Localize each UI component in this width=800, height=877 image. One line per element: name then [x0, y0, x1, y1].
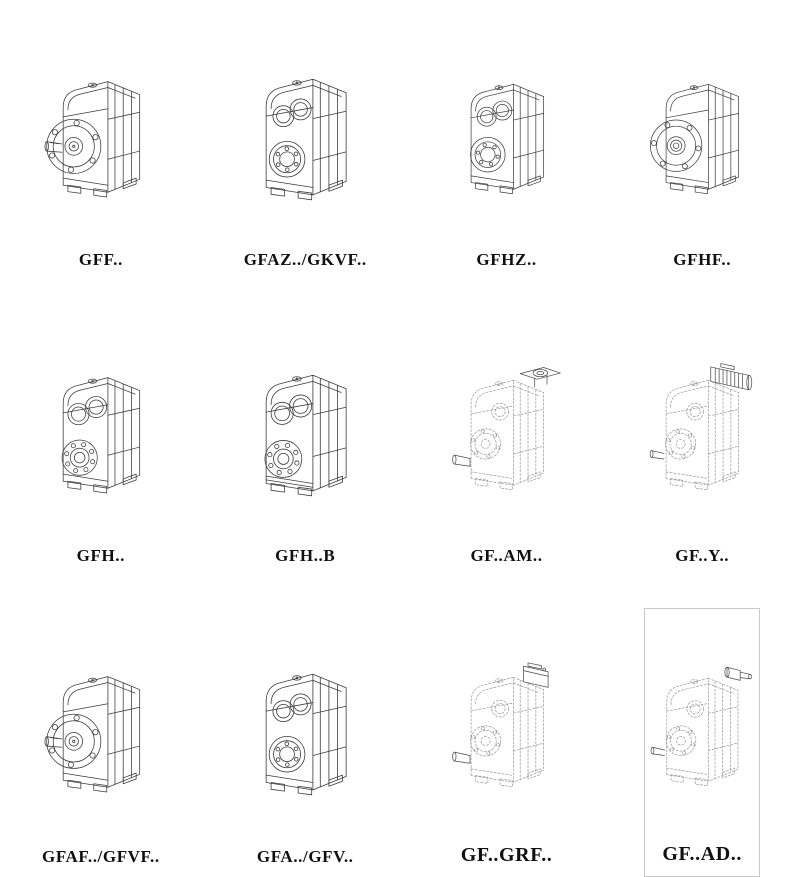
catalog-cell-gfhf: GFHF..	[644, 16, 760, 280]
catalog-cell-gf-am: GF..AM..	[449, 312, 565, 576]
model-label: GFA../GFV..	[256, 847, 354, 866]
gearbox-drawing-gfh-b	[244, 316, 367, 544]
gearbox-drawing-gf-grf	[451, 612, 563, 842]
gearbox-drawing-gfaf-gfvf	[42, 612, 160, 845]
model-label: GF..Y..	[675, 546, 730, 565]
gearbox-drawing-gf-am	[451, 316, 563, 544]
model-label: GFHF..	[673, 250, 732, 269]
model-label: GFH..	[76, 546, 126, 565]
gearbox-drawing-gfh	[42, 316, 160, 544]
model-label: GFH..B	[275, 546, 336, 565]
model-label: GF..GRF..	[460, 844, 553, 866]
catalog-cell-gfh-b: GFH..B	[242, 312, 369, 576]
model-label: GFAF../GFVF..	[42, 847, 160, 866]
model-label: GF..AM..	[470, 546, 543, 565]
catalog-grid: GFF.. GFAZ../GKVF.. GFHZ.. GFHF.. GFH.. …	[40, 16, 760, 877]
catalog-cell-gf-ad: GF..AD..	[644, 608, 760, 877]
gearbox-drawing-gf-ad	[647, 613, 757, 841]
catalog-cell-gff: GFF..	[40, 16, 162, 280]
catalog-cell-gfa-gfv: GFA../GFV..	[242, 608, 369, 877]
catalog-cell-gf-y: GF..Y..	[644, 312, 760, 576]
model-label: GFHZ..	[476, 250, 537, 269]
model-label: GFF..	[78, 250, 123, 269]
model-label: GFAZ../GKVF..	[243, 250, 367, 269]
catalog-cell-gf-grf: GF..GRF..	[449, 608, 565, 877]
catalog-cell-gfhz: GFHZ..	[449, 16, 565, 280]
model-label: GF..AD..	[662, 843, 742, 865]
catalog-cell-gfaz-gkvf: GFAZ../GKVF..	[242, 16, 369, 280]
catalog-cell-gfh: GFH..	[40, 312, 162, 576]
gearbox-drawing-gfa-gfv	[244, 612, 367, 845]
gearbox-drawing-gf-y	[646, 316, 758, 544]
gearbox-drawing-gfhf	[646, 20, 758, 248]
gearbox-drawing-gfaz-gkvf	[244, 20, 367, 248]
catalog-cell-gfaf-gfvf: GFAF../GFVF..	[40, 608, 162, 877]
gearbox-drawing-gfhz	[451, 20, 563, 248]
gearbox-drawing-gff	[42, 20, 160, 248]
